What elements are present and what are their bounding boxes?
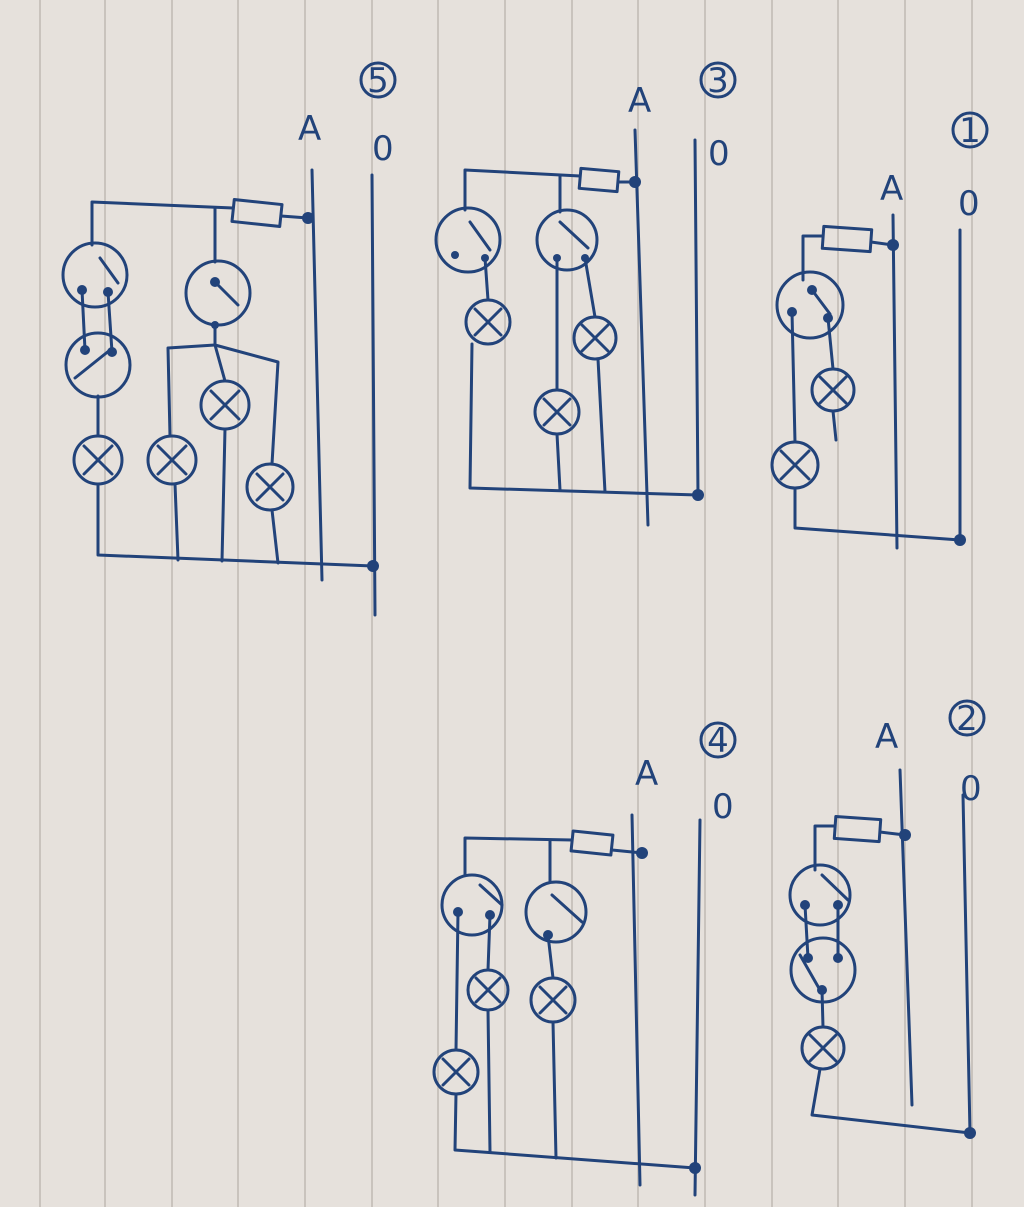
fuse-icon [820,224,874,254]
lamp-icon [199,379,251,431]
lamp-icon [146,434,198,486]
two-way-switch-icon [64,331,132,399]
circuit-2-number-text: 2 [956,699,978,739]
circuit-2-number: 2 [948,699,986,739]
circuit-3: 3 0 A [434,61,737,527]
circuit-5-number: 5 [359,61,397,101]
phase-label: A [880,169,903,209]
fuse-icon [832,814,883,844]
neutral-label: 0 [712,787,734,827]
single-switch-icon [184,259,252,329]
lamp-icon [770,440,820,490]
phase-bus [310,168,324,582]
lamp-icon [72,434,124,486]
neutral-bus [370,173,377,617]
fuse-icon [569,829,615,857]
neutral-label: 0 [960,769,982,809]
phase-label: A [635,754,658,794]
circuit-4-number-text: 4 [707,721,729,761]
circuit-1-number-text: 1 [959,111,981,151]
phase-label: A [298,109,321,149]
neutral-bus [693,138,700,497]
circuit-5: 5 0 A [61,61,397,617]
circuit-3-number-text: 3 [707,61,729,101]
neutral-label: 0 [708,134,730,174]
lamp-icon [529,976,577,1024]
lamp-icon [432,1048,480,1096]
phase-label: A [875,717,898,757]
neutral-label: 0 [958,184,980,224]
circuit-2: 2 0 A [788,699,986,1139]
two-way-switch-icon [775,270,845,340]
circuit-1: 1 0 A [770,111,989,550]
phase-bus [630,813,642,1187]
phase-bus [633,128,650,527]
two-way-switch-icon [61,241,129,309]
lamp-icon [810,367,856,413]
circuit-3-number: 3 [699,61,737,101]
circuit-4-number: 4 [699,721,737,761]
phase-bus [898,768,914,1107]
fuse-icon [577,166,621,194]
single-switch-icon [535,208,599,272]
neutral-label: 0 [372,129,394,169]
single-switch-icon [434,206,502,274]
ruled-lines [39,0,973,1207]
circuit-5-number-text: 5 [367,61,389,101]
circuit-4: 4 0 A [432,721,737,1197]
lamp-icon [572,315,618,361]
lamp-icon [464,298,512,346]
circuit-1-number: 1 [951,111,989,151]
lamp-icon [466,968,510,1012]
two-way-switch-icon [788,863,852,927]
two-way-switch-icon [440,873,504,937]
lamp-icon [245,462,295,512]
phase-bus [891,213,899,550]
fuse-icon [230,198,284,228]
single-switch-icon [524,880,588,944]
phase-label: A [628,81,651,121]
neutral-bus [961,793,972,1135]
neutral-bus [693,818,702,1197]
